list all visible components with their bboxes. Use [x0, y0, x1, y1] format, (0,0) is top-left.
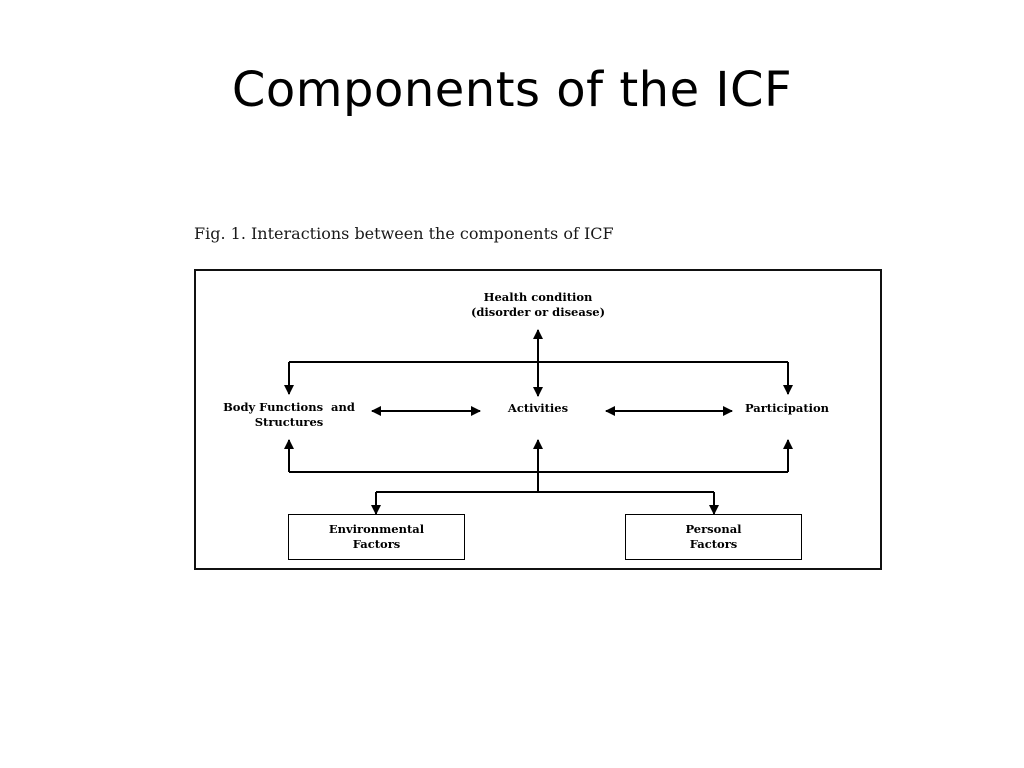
- personal-factors-sublabel: Factors: [689, 537, 738, 551]
- body-functions-label: Body Functions and: [223, 400, 355, 414]
- participation-node: Participation: [744, 401, 830, 415]
- figure-caption: Fig. 1. Interactions between the compone…: [194, 224, 614, 243]
- environmental-factors-sublabel: Factors: [352, 537, 401, 551]
- diagram-frame: [194, 269, 882, 570]
- slide-title: Components of the ICF: [231, 62, 793, 118]
- body-functions-node: Body Functions and Structures: [218, 400, 360, 430]
- health-condition-sublabel: (disorder or disease): [470, 305, 606, 319]
- personal-factors-box: Personal Factors: [625, 514, 802, 560]
- health-condition-label: Health condition: [483, 290, 593, 304]
- environmental-factors-box: Environmental Factors: [288, 514, 465, 560]
- environmental-factors-label: Environmental: [328, 522, 425, 536]
- personal-factors-label: Personal: [685, 522, 742, 536]
- activities-node: Activities: [507, 401, 569, 415]
- health-condition-node: Health condition (disorder or disease): [458, 290, 618, 320]
- body-functions-sublabel: Structures: [254, 415, 324, 429]
